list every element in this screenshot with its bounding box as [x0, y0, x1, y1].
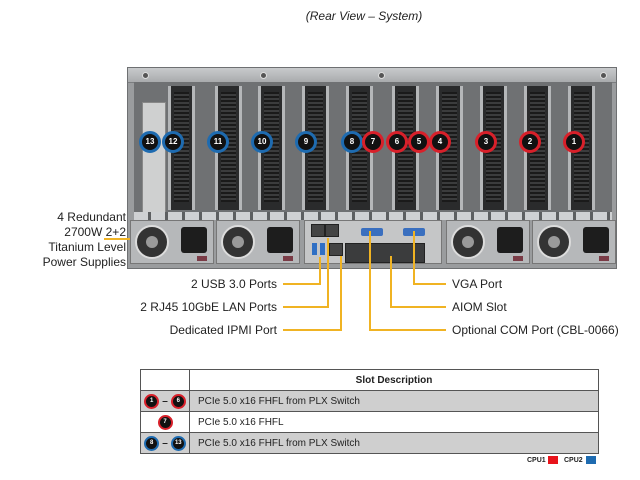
screw-icon: [378, 72, 385, 79]
fan-icon: [537, 225, 571, 259]
pcie-bracket: [568, 86, 595, 210]
release-latch: [513, 256, 523, 261]
table-header-row: Slot Description: [140, 369, 599, 391]
table-row: 1–6 PCIe 5.0 x16 FHFL from PLX Switch: [140, 390, 599, 412]
power-supply: [446, 220, 530, 264]
slot-badge-2: 2: [519, 131, 541, 153]
callout-leader: [319, 257, 321, 285]
figure-title: (Rear View – System): [305, 9, 423, 23]
callout-line-2: 2700W 2+2: [64, 225, 126, 239]
power-plug-icon: [497, 227, 523, 253]
power-supplies-callout: 4 Redundant 2700W 2+2 Titanium Level Pow…: [18, 210, 126, 270]
slot-badge: 7: [157, 414, 173, 430]
slot-badge-13: 13: [139, 131, 161, 153]
callout-leader: [283, 283, 320, 285]
release-latch: [197, 256, 207, 261]
range-dash: –: [162, 395, 168, 407]
vga-callout: VGA Port: [452, 277, 503, 291]
slot-range-cell: 8–13: [140, 432, 190, 454]
callout-line-1: 4 Redundant: [57, 210, 126, 224]
callout-leader: [413, 283, 446, 285]
table-row: 8–13 PCIe 5.0 x16 FHFL from PLX Switch: [140, 432, 599, 454]
legend-cpu2-swatch: [586, 456, 596, 464]
table-header: Slot Description: [189, 369, 599, 391]
vented-filler-panel: [142, 102, 166, 224]
callout-leader: [369, 231, 371, 331]
slot-range-cell: 1–6: [140, 390, 190, 412]
ipmi-callout: Dedicated IPMI Port: [169, 323, 277, 337]
slot-badge: 13: [170, 435, 186, 451]
com-port-icon: [361, 228, 383, 236]
callout-leader: [104, 238, 130, 240]
io-panel: [304, 220, 442, 264]
usb-port-icon: [320, 243, 325, 255]
range-dash: –: [162, 437, 168, 449]
fan-icon: [221, 225, 255, 259]
lower-rail: [134, 212, 612, 220]
aiom-callout: AIOM Slot: [452, 300, 507, 314]
legend-cpu2-label: CPU2: [564, 457, 583, 464]
slot-description-table: Slot Description 1–6 PCIe 5.0 x16 FHFL f…: [140, 369, 599, 454]
callout-leader: [283, 329, 341, 331]
fan-icon: [135, 225, 169, 259]
screw-icon: [260, 72, 267, 79]
slot-description: PCIe 5.0 x16 FHFL from PLX Switch: [189, 432, 599, 454]
usb-callout: 2 USB 3.0 Ports: [190, 277, 277, 291]
power-plug-icon: [583, 227, 609, 253]
callout-line-3: Titanium Level: [48, 240, 126, 254]
lan-port-icon: [311, 224, 325, 237]
slot-range-cell: 7: [140, 411, 190, 433]
slot-badge-7: 7: [362, 131, 384, 153]
aiom-slot: [345, 243, 425, 263]
callout-leader: [283, 306, 328, 308]
release-latch: [599, 256, 609, 261]
usb-port-icon: [312, 243, 317, 255]
legend-cpu1-label: CPU1: [527, 457, 546, 464]
slot-badge-11: 11: [207, 131, 229, 153]
power-supply: [130, 220, 214, 264]
callout-leader: [390, 306, 446, 308]
power-plug-icon: [267, 227, 293, 253]
slot-badge: 6: [170, 393, 186, 409]
lan-port-icon: [325, 224, 339, 237]
power-plug-icon: [181, 227, 207, 253]
callout-line-4: Power Supplies: [42, 255, 126, 269]
screw-icon: [142, 72, 149, 79]
table-row: 7 PCIe 5.0 x16 FHFL: [140, 411, 599, 433]
lan-callout: 2 RJ45 10GbE LAN Ports: [140, 300, 277, 314]
slot-badge: 8: [144, 435, 160, 451]
callout-leader: [340, 256, 342, 331]
ipmi-port-icon: [329, 243, 343, 256]
slot-badge-12: 12: [162, 131, 184, 153]
top-rail: [128, 68, 616, 83]
slot-badge-3: 3: [475, 131, 497, 153]
server-chassis-rear: [127, 67, 617, 269]
power-supply: [216, 220, 300, 264]
slot-badge-4: 4: [429, 131, 451, 153]
callout-leader: [413, 231, 415, 285]
release-latch: [283, 256, 293, 261]
slot-description: PCIe 5.0 x16 FHFL: [189, 411, 599, 433]
slot-badge-6: 6: [386, 131, 408, 153]
callout-leader: [390, 256, 392, 308]
slot-badge-5: 5: [408, 131, 430, 153]
fan-icon: [451, 225, 485, 259]
slot-badge-8: 8: [341, 131, 363, 153]
slot-badge: 1: [144, 393, 160, 409]
com-callout: Optional COM Port (CBL-0066): [452, 323, 619, 337]
slot-description: PCIe 5.0 x16 FHFL from PLX Switch: [189, 390, 599, 412]
legend-cpu1-swatch: [548, 456, 558, 464]
screw-icon: [600, 72, 607, 79]
table-header-blank: [140, 369, 190, 391]
power-supply: [532, 220, 616, 264]
callout-leader: [327, 238, 329, 308]
slot-badge-9: 9: [295, 131, 317, 153]
slot-badge-10: 10: [251, 131, 273, 153]
callout-leader: [369, 329, 446, 331]
slot-badge-1: 1: [563, 131, 585, 153]
